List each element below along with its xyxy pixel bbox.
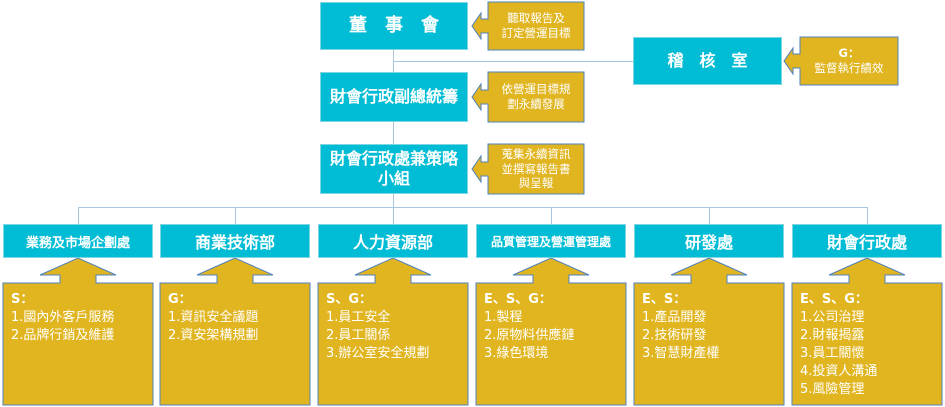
up-arrow-callout	[317, 257, 469, 406]
esg-item: 2.原物料供應鏈	[484, 328, 575, 343]
trunk-line	[393, 50, 394, 224]
esg-item: 1.公司治理	[800, 310, 865, 325]
dept-esg-box: G： 1.資訊安全議題 2.資安架構規劃	[160, 283, 310, 405]
audit-note: G：監督執行績效	[800, 37, 898, 85]
note-line: 訂定營運目標	[501, 26, 571, 40]
board-note: 聽取報告及訂定營運目標	[488, 2, 584, 50]
audit-line	[393, 61, 633, 62]
dept-node: 財會行政處	[792, 224, 942, 258]
dept-drop-line	[709, 207, 710, 224]
callout-arrow	[783, 36, 899, 86]
esg-item: 3.智慧財產權	[642, 346, 720, 361]
callout-arrow	[471, 143, 585, 195]
callout-arrow	[471, 71, 585, 123]
dept-node: 人力資源部	[318, 224, 468, 258]
esg-tag: E、S、G：	[800, 292, 868, 307]
dept-node: 研發處	[634, 224, 784, 258]
dept-esg-box: E、S、G： 1.製程 2.原物料供應鏈 3.綠色環境	[476, 283, 626, 405]
dept-esg-box: S： 1.國內外客戶服務 2.品牌行銷及維護	[3, 283, 153, 405]
dept-esg-box: E、S： 1.產品開發 2.技術研發 3.智慧財產權	[634, 283, 784, 405]
esg-tag: S、G：	[326, 292, 373, 307]
note-line: 聽取報告及	[507, 11, 565, 26]
up-arrow-callout	[159, 257, 311, 406]
dept-node: 商業技術部	[160, 224, 310, 258]
esg-item: 2.員工關係	[326, 328, 391, 343]
dept-drop-line	[78, 207, 79, 224]
esg-item: 3.員工關懷	[800, 346, 865, 361]
esg-tag: G：	[168, 292, 192, 307]
finance-strategy-node: 財會行政處兼策略小組	[320, 144, 468, 194]
up-arrow-callout	[475, 257, 627, 406]
dept-drop-line	[551, 207, 552, 224]
up-arrow-callout	[633, 257, 785, 406]
esg-item: 5.風險管理	[800, 382, 865, 397]
vp-note: 依營運目標規劃永續發展	[488, 72, 584, 122]
dept-esg-box: E、S、G： 1.公司治理 2.財報揭露 3.員工關懷 4.投資人溝通 5.風險管理	[792, 283, 942, 405]
note-line: 並撰寫報告書	[501, 161, 571, 176]
dept-bus-line	[78, 207, 868, 208]
dept-esg-box: S、G： 1.員工安全 2.員工關係 3.辦公室安全規劃	[318, 283, 468, 405]
note-line: 蒐集永續資訊	[501, 146, 571, 161]
up-arrow-callout	[2, 257, 154, 406]
dept-node: 品質管理及營運管理處	[476, 224, 626, 258]
esg-item: 1.產品開發	[642, 310, 707, 325]
dept-node: 業務及市場企劃處	[3, 224, 153, 258]
esg-item: 1.員工安全	[326, 310, 391, 325]
esg-item: 3.辦公室安全規劃	[326, 346, 430, 361]
esg-tag: E、S：	[642, 292, 687, 307]
callout-arrow	[471, 1, 585, 51]
note-line: 與呈報	[518, 176, 554, 191]
esg-item: 1.國內外客戶服務	[11, 310, 115, 325]
dept-drop-line	[393, 207, 394, 224]
esg-tag: E、S、G：	[484, 292, 552, 307]
audit-node: 稽 核 室	[633, 37, 782, 85]
board-node: 董 事 會	[320, 2, 468, 50]
note-line: 劃永續發展	[507, 97, 565, 111]
esg-item: 1.製程	[484, 310, 523, 325]
esg-item: 2.品牌行銷及維護	[11, 328, 115, 343]
esg-item: 2.技術研發	[642, 328, 707, 343]
esg-tag: S：	[11, 292, 34, 307]
vp-finance-node: 財會行政副總統籌	[320, 72, 468, 122]
dept-drop-line	[235, 207, 236, 224]
esg-item: 2.資安架構規劃	[168, 328, 259, 343]
note-line: 監督執行績效	[814, 61, 884, 75]
up-arrow-callout	[791, 257, 943, 406]
dept-drop-line	[867, 207, 868, 224]
note-line: G：	[838, 46, 860, 61]
esg-item: 3.綠色環境	[484, 346, 549, 361]
note-line: 依營運目標規	[501, 82, 571, 97]
esg-item: 2.財報揭露	[800, 328, 865, 343]
strategy-note: 蒐集永續資訊並撰寫報告書與呈報	[488, 144, 584, 194]
esg-item: 1.資訊安全議題	[168, 310, 259, 325]
esg-item: 4.投資人溝通	[800, 364, 878, 379]
